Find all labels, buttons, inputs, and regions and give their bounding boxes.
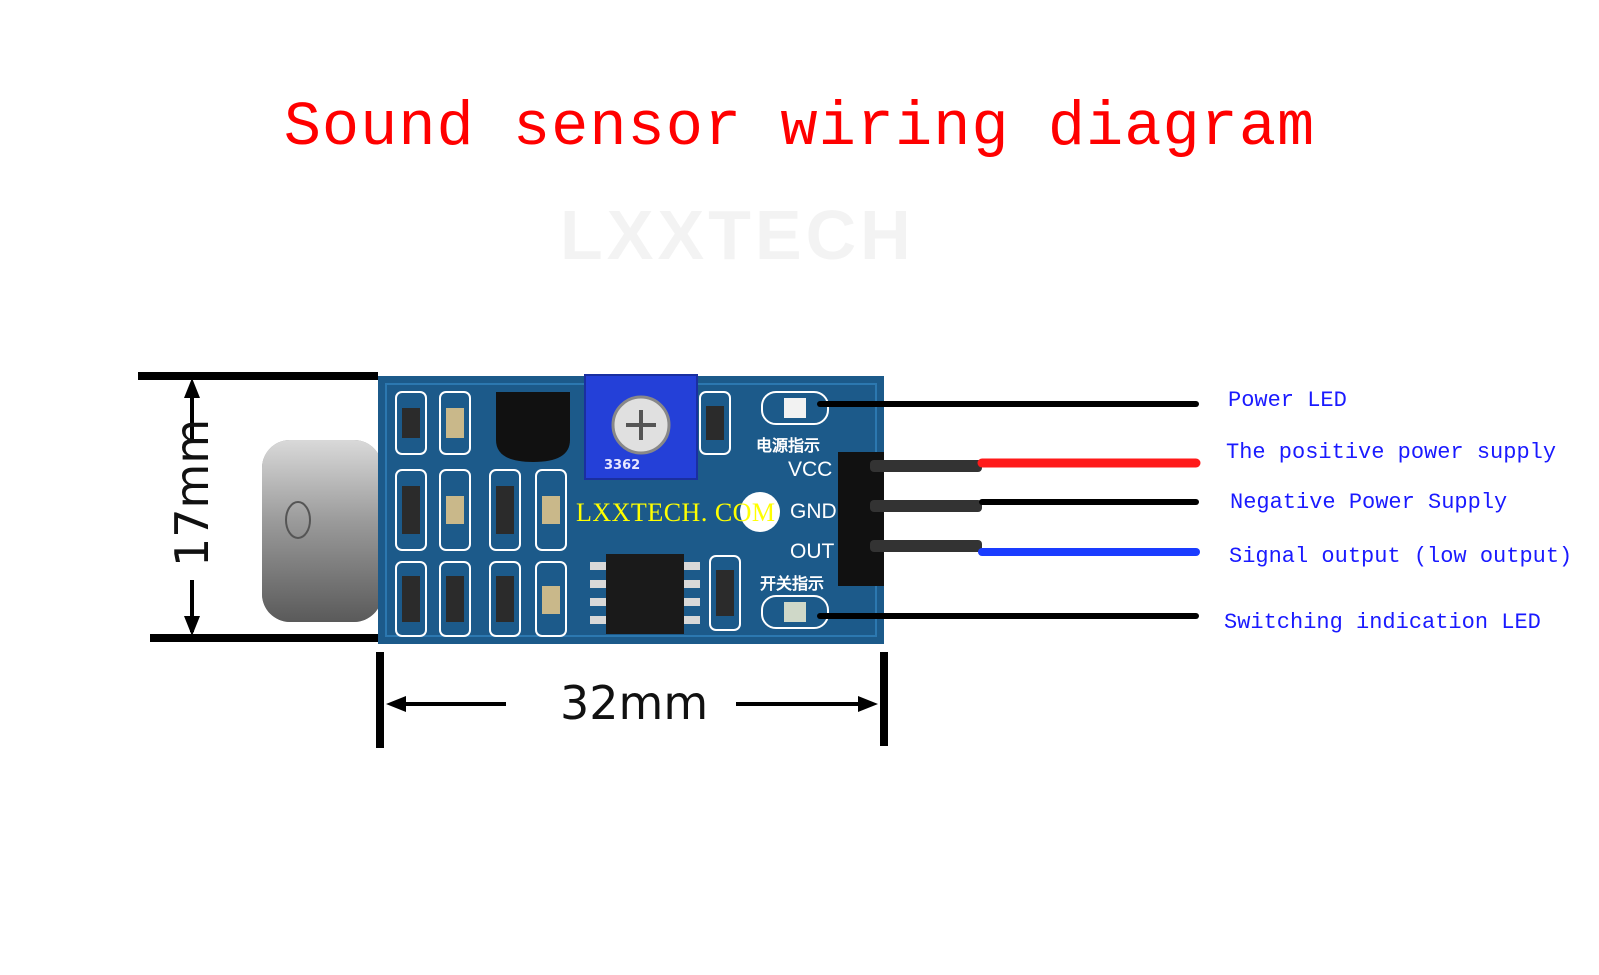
watermark: LXXTECH <box>560 196 915 274</box>
potentiometer <box>584 374 698 480</box>
transistor <box>496 392 570 462</box>
pin-label-out: OUT <box>790 540 835 563</box>
dimension-17mm <box>138 372 378 642</box>
height-dimension-label: 17mm <box>165 418 219 567</box>
pin-header <box>838 452 982 586</box>
label-positive-supply: The positive power supply <box>1226 440 1557 465</box>
pin-label-gnd: GND <box>790 500 837 523</box>
dimension-32mm <box>376 652 888 748</box>
pot-code: 3362 <box>604 458 641 473</box>
power-led <box>761 391 829 425</box>
label-negative-supply: Negative Power Supply <box>1230 490 1508 515</box>
label-switch-led: Switching indication LED <box>1224 610 1541 635</box>
label-signal-output: Signal output (low output) <box>1229 544 1573 569</box>
width-dimension-label: 32mm <box>560 676 709 730</box>
ic-chip <box>590 554 700 634</box>
smd-parts <box>402 406 734 622</box>
page-title: Sound sensor wiring diagram <box>283 92 1316 163</box>
board-url: LXXTECH. COM <box>576 498 776 527</box>
switch-led <box>761 595 829 629</box>
mounting-hole <box>740 492 780 532</box>
label-power-led: Power LED <box>1228 388 1347 413</box>
power-indicator-label: 电源指示 <box>756 436 821 455</box>
switch-indicator-label: 开关指示 <box>760 574 825 593</box>
microphone <box>262 440 382 622</box>
wires <box>817 401 1201 619</box>
smd-components <box>395 391 741 637</box>
pin-label-vcc: VCC <box>788 458 833 481</box>
